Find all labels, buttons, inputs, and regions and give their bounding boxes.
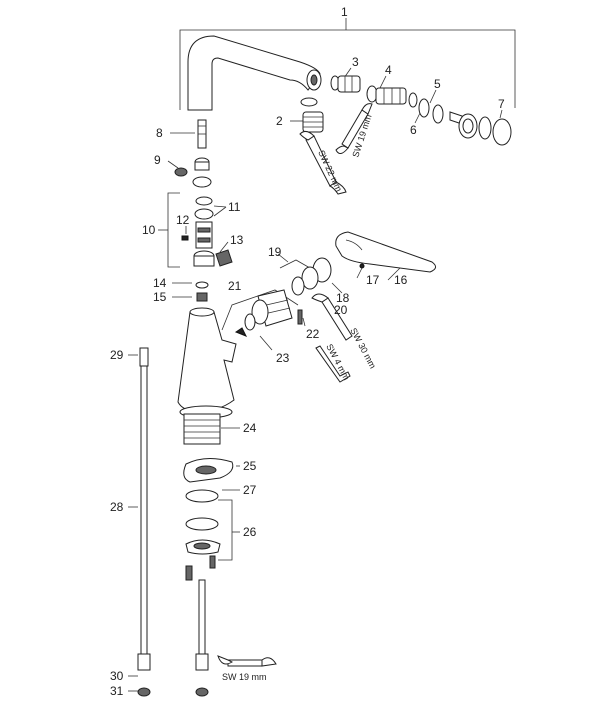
label-6: 6 [410,123,417,137]
label-8: 8 [156,126,163,140]
wrench-sw22-icon: SW 22 mm [299,130,347,195]
column-parts [174,119,233,302]
label-21: 21 [228,279,242,293]
label-18: 18 [336,291,350,305]
label-14: 14 [153,276,167,290]
label-17: 17 [366,273,380,287]
label-3: 3 [352,55,359,69]
mounting-set [183,458,234,581]
label-5: 5 [434,77,441,91]
label-20: 20 [334,303,348,317]
label-13: 13 [230,233,244,247]
label-25: 25 [243,459,257,473]
aerator-group [300,97,324,133]
label-26: 26 [243,525,257,539]
label-24: 24 [243,421,257,435]
label-31: 31 [110,684,124,698]
label-2: 2 [276,114,283,128]
label-12: 12 [176,213,190,227]
label-27: 27 [243,483,257,497]
mixer-cartridge-parts [234,257,332,337]
allen-key-sw4-icon: SW 4 mm [315,342,352,383]
faucet-body [177,307,237,445]
leader-lines [128,18,516,692]
supply-hoses [137,347,209,697]
label-19: 19 [268,245,282,259]
label-29: 29 [110,348,124,362]
label-10: 10 [142,223,156,237]
label-16: 16 [394,273,408,287]
label-4: 4 [385,63,392,77]
sw19-bottom-label: SW 19 mm [222,672,267,682]
part-number-labels: 1 2 3 4 5 6 7 8 9 10 11 12 13 14 15 16 1… [110,5,505,698]
label-11: 11 [228,200,241,214]
wrench-sw19-bottom-icon: SW 19 mm [217,655,277,682]
spout-valve-parts [330,75,512,146]
label-23: 23 [276,351,290,365]
label-15: 15 [153,290,167,304]
label-1: 1 [341,5,348,19]
label-7: 7 [498,97,505,111]
label-30: 30 [110,669,124,683]
spout [187,35,322,111]
label-22: 22 [306,327,320,341]
sw30-label: SW 30 mm [348,326,378,370]
label-9: 9 [154,153,161,167]
label-28: 28 [110,500,124,514]
handle-lever [335,231,436,273]
wrench-sw19-top-icon: SW 19 mm [335,103,374,159]
